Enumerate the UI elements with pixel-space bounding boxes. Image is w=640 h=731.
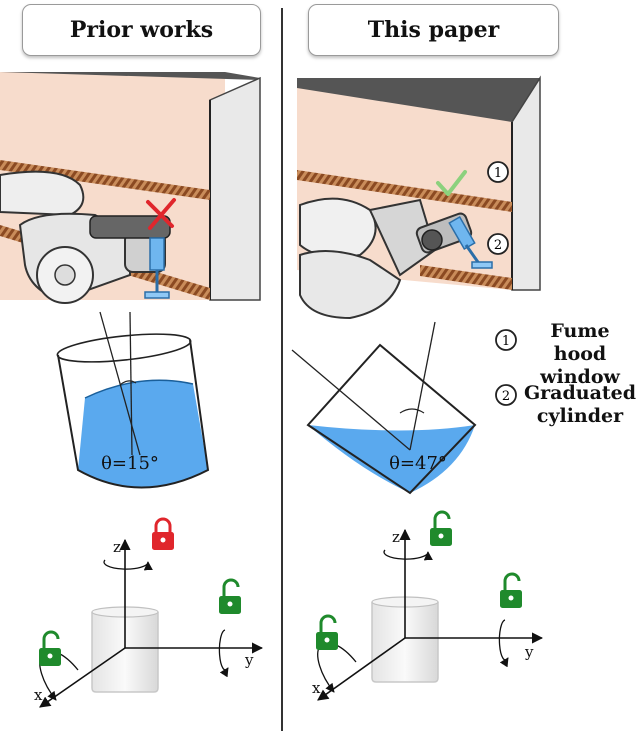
marker-1: 1 — [487, 161, 509, 183]
left-x-label: x — [34, 686, 43, 704]
left-unlock-y-icon — [219, 578, 241, 614]
left-y-label: y — [244, 651, 254, 669]
left-z-label: z — [113, 538, 121, 556]
legend-item-fume-hood: Fume hood window — [522, 320, 638, 389]
right-unlock-y-icon — [500, 572, 522, 608]
marker-1-label: 1 — [494, 166, 502, 181]
right-axes: z y x — [312, 528, 544, 701]
right-x-label: x — [312, 679, 321, 697]
left-lock-z-icon — [152, 517, 174, 550]
left-angle-label: θ=15° — [101, 453, 159, 474]
legend-item-cylinder: Graduated cylinder — [522, 382, 638, 428]
this-paper-header: This paper — [308, 4, 559, 56]
marker-2: 2 — [487, 233, 509, 255]
legend-item-2-line1: Graduated — [523, 382, 637, 404]
marker-2-label: 2 — [494, 238, 502, 253]
left-axes: z y x — [34, 538, 264, 708]
right-y-label: y — [524, 643, 534, 661]
prior-works-header: Prior works — [22, 4, 261, 56]
left-tilted-beaker: θ=15° — [56, 311, 210, 489]
legend-marker-2 — [495, 384, 517, 406]
legend-item-1-line2: window — [540, 366, 620, 388]
right-tilted-beaker: θ=47° — [291, 321, 477, 495]
check-mark-icon — [436, 170, 467, 196]
left-cylinder-icon — [144, 237, 170, 299]
legend-item-2-line2: cylinder — [536, 405, 624, 427]
right-unlock-z-icon — [430, 510, 452, 546]
right-z-label: z — [392, 528, 400, 546]
legend-marker-2-label: 2 — [502, 389, 510, 404]
left-robot-arm — [0, 170, 171, 304]
legend-marker-1 — [495, 329, 517, 351]
legend-item-1-line1: Fume hood — [550, 320, 610, 365]
legend-marker-1-label: 1 — [502, 334, 510, 349]
right-angle-label: θ=47° — [389, 453, 447, 474]
cross-mark-icon — [146, 198, 176, 230]
right-cylinder-icon — [448, 215, 493, 269]
right-unlock-x-icon — [316, 614, 338, 650]
left-unlock-x-icon — [39, 630, 61, 666]
